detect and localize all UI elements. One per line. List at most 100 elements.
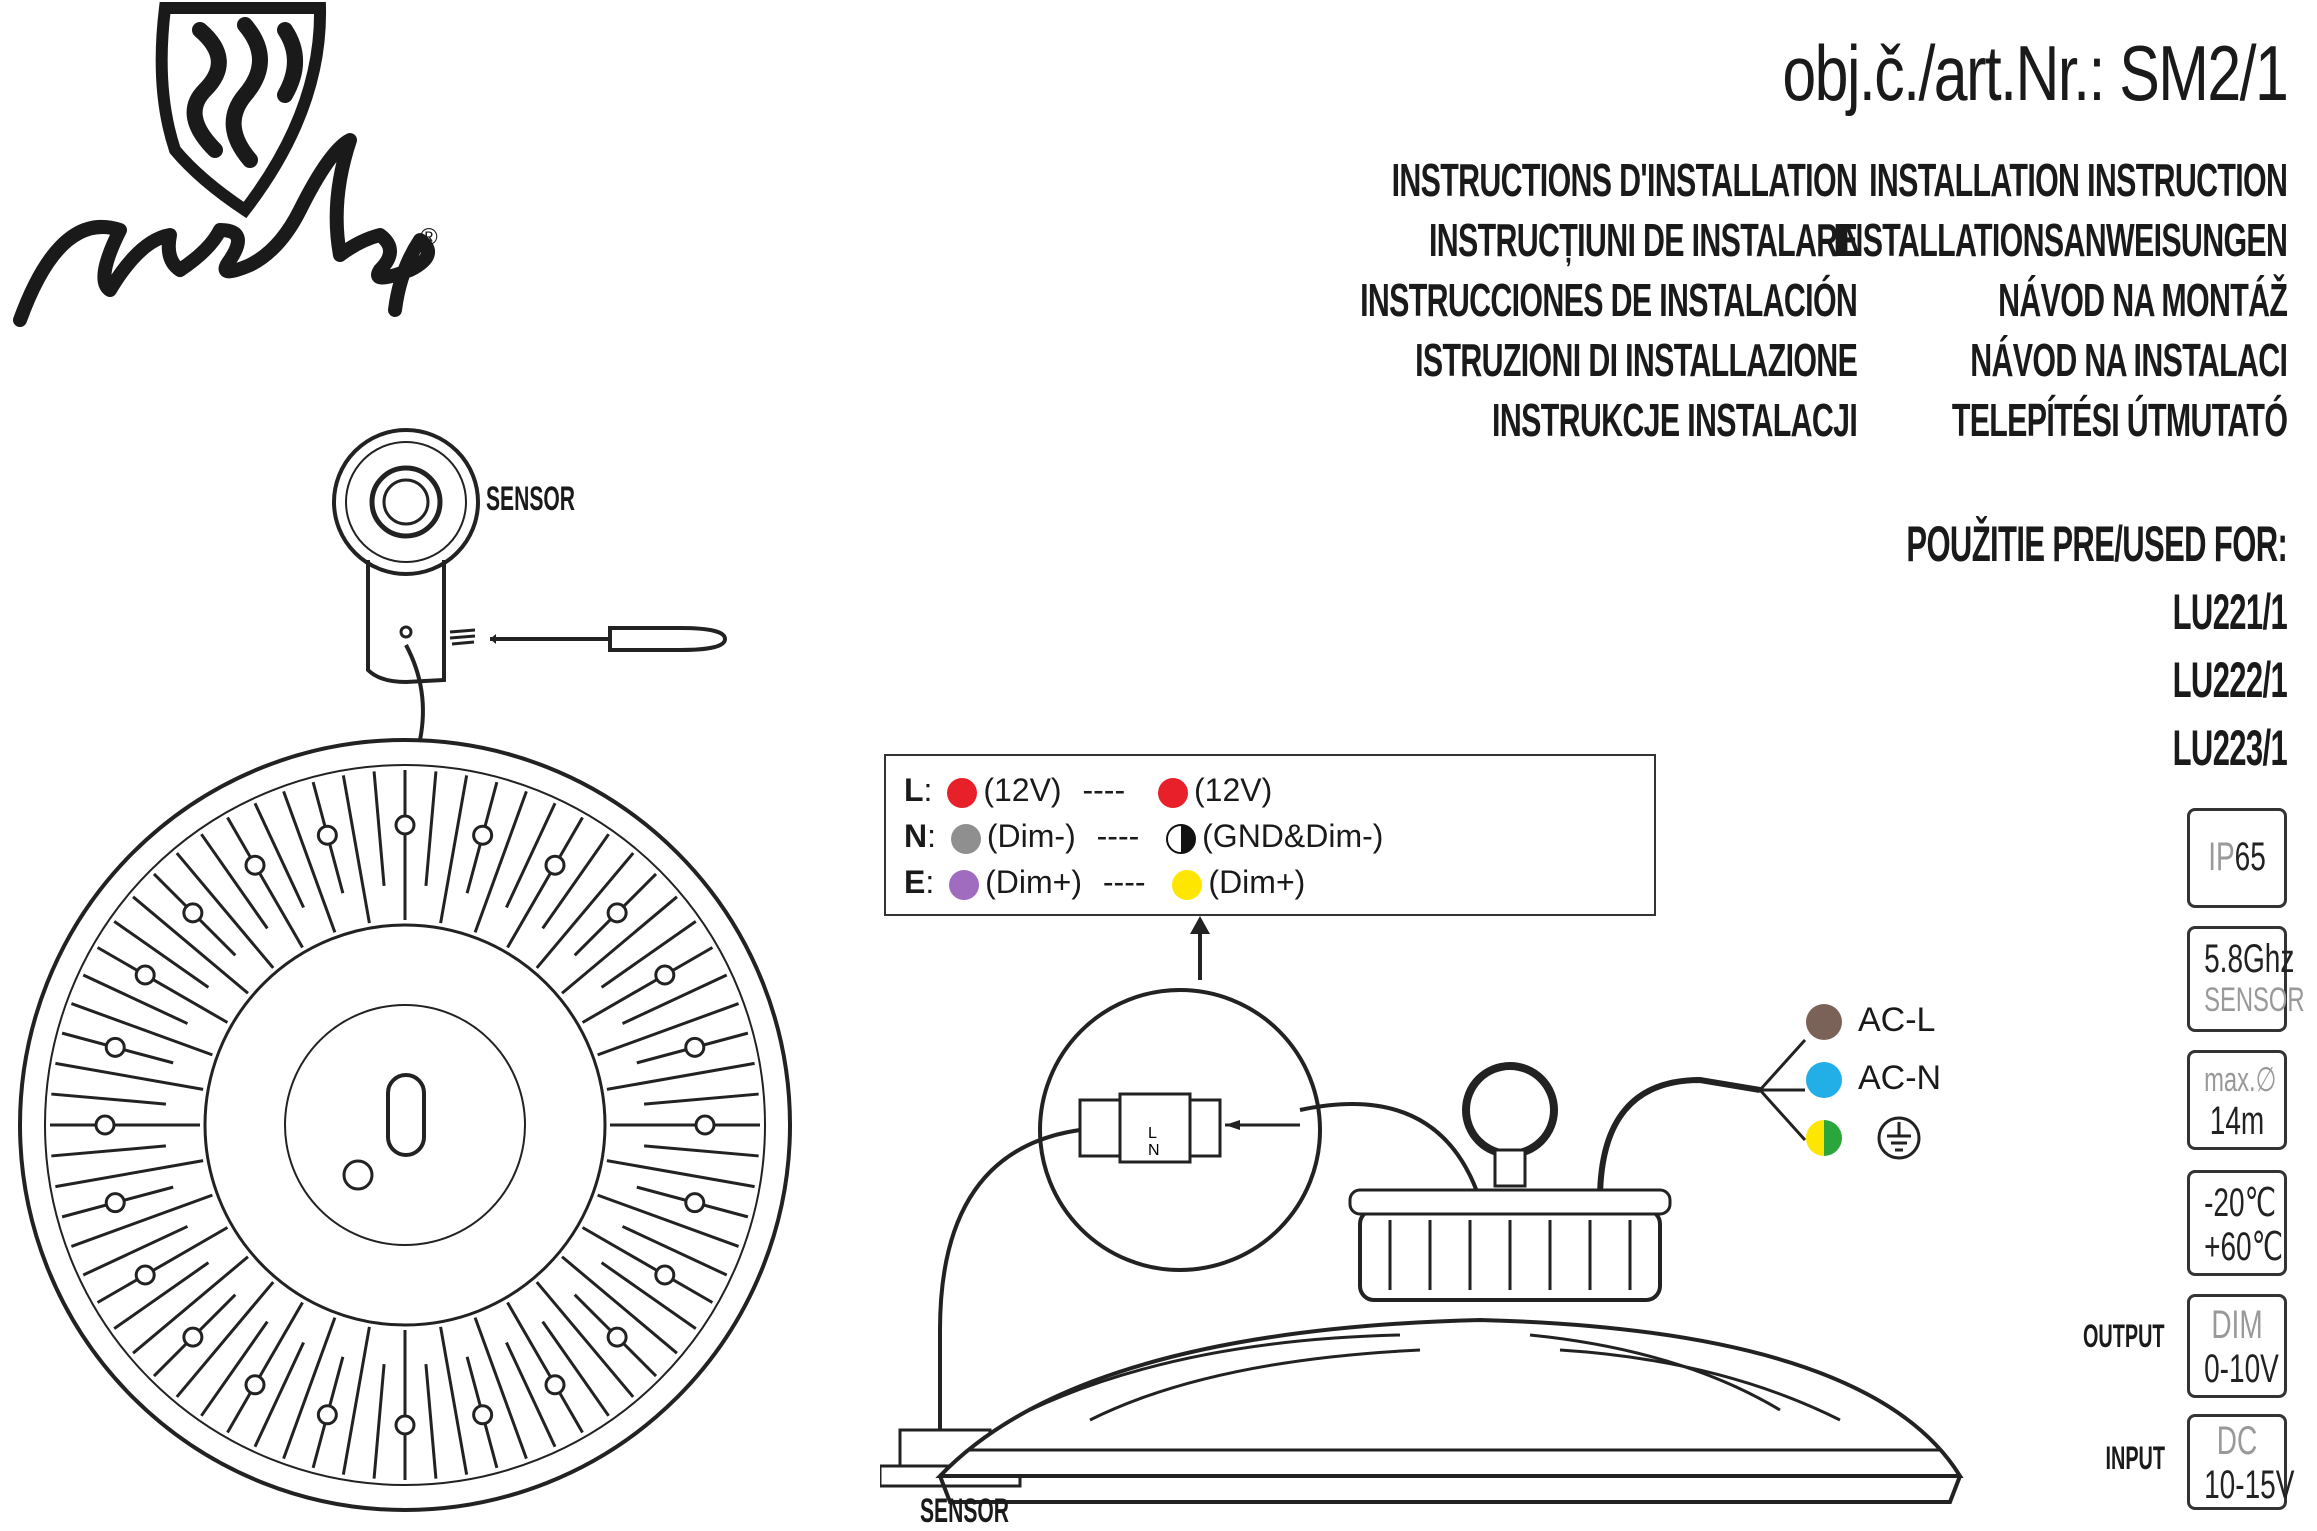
lang-fr: INSTRUCTIONS D'INSTALLATION <box>1391 154 1857 206</box>
legend-n-sep: ---- <box>1096 818 1140 854</box>
grey-dot-icon <box>950 823 981 854</box>
lang-es: INSTRUCCIONES DE INSTALACIÓN <box>1359 274 1858 326</box>
brown-dot-icon <box>1806 1004 1842 1041</box>
heatsink-fin <box>643 1092 759 1106</box>
heatsink-fin <box>113 920 210 989</box>
luminaire-top-view <box>18 738 792 1512</box>
temp-max: +60℃ <box>2204 1225 2284 1269</box>
heatsink-fin <box>581 946 714 1024</box>
legend-row-n: N: (Dim-) ---- (GND&Dim-) <box>904 818 1384 854</box>
fin-knob <box>394 814 416 836</box>
fin-knob <box>694 1114 716 1136</box>
heatsink-fin <box>506 1301 584 1434</box>
nedes-logo: ® <box>13 1 438 327</box>
fin-knob <box>316 824 338 846</box>
sensor-label-top: SENSOR <box>486 480 576 518</box>
fin-knob <box>684 1036 706 1058</box>
heatsink-fin <box>282 790 337 933</box>
heatsink-fin <box>621 1225 728 1277</box>
heatsink-fin <box>200 1320 269 1417</box>
model-1: LU221/1 <box>2172 584 2287 640</box>
heatsink-fin <box>51 1144 167 1158</box>
model-3: LU223/1 <box>2172 720 2287 776</box>
temp-min: -20℃ <box>2204 1181 2277 1225</box>
sensor-mount-diagram <box>332 428 728 776</box>
heatsink-fin <box>253 802 305 909</box>
legend-n-right: (GND&Dim-) <box>1202 818 1384 854</box>
ground-icon <box>1877 1116 1921 1160</box>
connector-letter-n: N <box>1148 1142 1160 1159</box>
heatsink-fin <box>175 852 275 969</box>
fin-knob <box>182 1326 204 1348</box>
heatsink-fin <box>132 895 249 995</box>
heatsink-fin <box>96 946 229 1024</box>
legend-l-left: (12V) <box>983 772 1062 808</box>
heatsink-fin <box>505 1341 557 1448</box>
fin-knob <box>684 1192 706 1214</box>
input-badge: DC 10-15V <box>2187 1414 2294 1510</box>
fin-knob <box>472 1404 494 1426</box>
connector-letter-l: L <box>1148 1125 1157 1142</box>
heatsink-fin <box>341 775 371 924</box>
heatsink-fin <box>226 1301 304 1434</box>
sensor-label-bottom: SENSOR <box>920 1492 1010 1530</box>
heatsink-fin <box>55 1061 204 1091</box>
fin-knob <box>544 854 566 876</box>
ip-value: 65 <box>2234 835 2266 879</box>
heatsink-fin <box>643 1144 759 1158</box>
heatsink-fin <box>541 1320 610 1417</box>
fin-knob <box>316 1404 338 1426</box>
fin-knob <box>134 964 156 986</box>
fin-knob <box>244 1374 266 1396</box>
lang-pl: INSTRUKCJE INSTALACJI <box>1491 394 1858 446</box>
ip-prefix: IP <box>2208 835 2235 879</box>
blue-dot-icon <box>1806 1062 1842 1099</box>
lang-it: ISTRUZIONI DI INSTALLAZIONE <box>1414 334 1858 386</box>
fin-knob <box>654 1264 676 1286</box>
used-for-title: POUŽITIE PRE/USED FOR: <box>1906 516 2287 572</box>
used-for: POUŽITIE PRE/USED FOR: LU221/1 LU222/1 L… <box>1906 510 2287 782</box>
ground-row <box>1800 1116 1923 1160</box>
heatsink-fin <box>561 1255 678 1355</box>
languages-left: INSTRUCTIONS D'INSTALLATION INSTRUCȚIUNI… <box>1359 150 1858 450</box>
heatsink-fin <box>581 1226 714 1304</box>
heatsink-fin <box>175 1281 275 1398</box>
heatsink-fin <box>55 1159 204 1189</box>
half-black-dot-icon <box>1166 823 1197 854</box>
lang-cz: NÁVOD NA INSTALACI <box>1969 334 2288 386</box>
input-label: INPUT <box>2105 1440 2165 1476</box>
fin-knob <box>606 902 628 924</box>
heatsink-fin <box>621 973 728 1025</box>
heatsink-fin <box>541 833 610 930</box>
heatsink-fin <box>473 1317 528 1460</box>
ip-badge: IP65 <box>2187 808 2287 908</box>
range-value: 14m <box>2209 1099 2265 1143</box>
fin-knob <box>654 964 676 986</box>
luminaire-side-view: L N <box>880 916 1964 1504</box>
heatsink-fin <box>372 1363 386 1479</box>
sensor-frequency: 5.8Ghz <box>2204 937 2295 981</box>
heatsink-fin <box>606 1159 755 1189</box>
fin-knob <box>244 854 266 876</box>
heatsink-fin <box>505 802 557 909</box>
heatsink-fin <box>372 771 386 887</box>
legend-row-e: E: (Dim+) ---- (Dim+) <box>904 864 1306 900</box>
registered-mark: ® <box>420 224 438 251</box>
red-dot-icon <box>1157 777 1188 808</box>
model-2: LU222/1 <box>2172 652 2287 708</box>
sensor-caption: SENSOR <box>2204 981 2305 1019</box>
legend-l-sep: ---- <box>1082 772 1126 808</box>
ac-n-row: AC-N <box>1800 1058 1941 1099</box>
heatsink-fin <box>96 1226 229 1304</box>
heatsink-fin <box>606 1061 755 1091</box>
heatsink-fin <box>439 1326 469 1475</box>
lang-en: INSTALLATION INSTRUCTION <box>1868 154 2288 206</box>
red-dot-icon <box>947 777 978 808</box>
lang-ro: INSTRUCȚIUNI DE INSTALARE <box>1428 214 1858 266</box>
legend-row-l: L: (12V) ---- (12V) <box>904 772 1273 808</box>
green-yellow-dot-icon <box>1806 1120 1842 1157</box>
lang-hu: TELEPÍTÉSI ÚTMUTATÓ <box>1951 394 2288 446</box>
heatsink-fin <box>341 1326 371 1475</box>
heatsink-fin <box>439 775 469 924</box>
heatsink-fin <box>535 852 635 969</box>
